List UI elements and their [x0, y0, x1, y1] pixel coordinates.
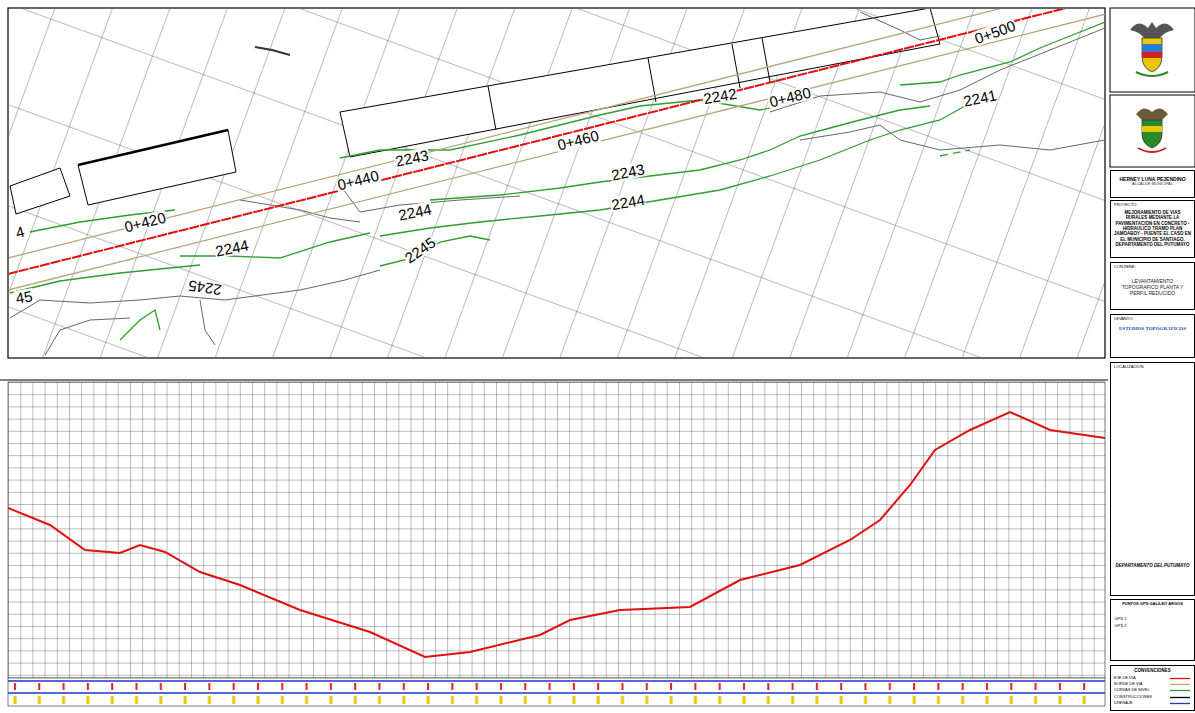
legend-text: CONSTRUCCIONES — [1114, 695, 1169, 700]
legend-text: BORDE DE VIA — [1114, 682, 1169, 687]
plan-label: 2245 — [186, 278, 223, 298]
legend-cell: CONVENCIONES EJE DE VIABORDE DE VIACURVAS… — [1110, 665, 1195, 711]
cell-text: MEJORAMIENTO DE VIAS RURALES MEDIANTE LA… — [1114, 210, 1191, 248]
plan-label: 2244 — [609, 192, 646, 213]
plan-label: 0+500 — [972, 17, 1019, 46]
cell-heading: LEVANTO: — [1114, 317, 1191, 322]
legend-text: DRENAJE — [1114, 701, 1169, 706]
plan-label: 2244 — [396, 201, 434, 223]
plan-label: 0+420 — [122, 209, 168, 234]
plan-label: 2242 — [701, 86, 738, 107]
cell-heading: PUNTOS GPS GALILEO ARGOS — [1114, 602, 1191, 607]
title-block-shields — [1110, 8, 1195, 167]
plan-label: 2243 — [609, 161, 647, 183]
plan-view — [0, 0, 1110, 360]
plan-label: 0+480 — [767, 84, 813, 109]
table-cell: GPS 2 — [1114, 624, 1128, 628]
author-cell: HERNEY LUNA PEJENDINOALCALDE MUNICIPAL — [1110, 170, 1195, 198]
plan-label: 2243 — [393, 147, 431, 169]
gps-cell: PUNTOS GPS GALILEO ARGOS — [1110, 599, 1195, 661]
cell-text: ESTUDIOS TOPOGRAFICOS — [1114, 326, 1191, 332]
legend-sample — [1169, 695, 1191, 700]
contents-cell: CONTIENE: LEVANTAMIENTO TOPOGRAFICO PLANT… — [1110, 262, 1195, 310]
legend-sample — [1169, 688, 1191, 693]
plan-label: 45 — [13, 288, 34, 306]
table-cell: GPS 1 — [1114, 617, 1128, 621]
cell-heading: LOCALIZACION: — [1114, 365, 1191, 370]
cell-text: ALCALDE MUNICIPAL — [1114, 182, 1191, 187]
plan-label: 2244 — [213, 237, 251, 259]
legend-sample — [1169, 676, 1191, 681]
plan-label: 0+460 — [555, 127, 601, 152]
legend-text: CURVAS DE NIVEL — [1114, 688, 1169, 693]
legend-text: EJE DE VIA — [1114, 676, 1169, 681]
plan-label: 2241 — [961, 87, 999, 109]
profile-view — [8, 382, 1105, 706]
cell-heading: CONVENCIONES — [1114, 668, 1191, 673]
cell-text: DEPARTAMENTO DEL PUTUMAYO — [1113, 563, 1192, 568]
plan-label: 0+440 — [335, 167, 381, 192]
legend-row: BORDE DE VIA — [1114, 682, 1191, 688]
cell-heading: PROYECTO: — [1114, 203, 1191, 208]
legend-row: EJE DE VIA — [1114, 675, 1191, 681]
legend-row: CURVAS DE NIVEL — [1114, 688, 1191, 694]
legend-sample — [1169, 682, 1191, 687]
cell-heading: CONTIENE: — [1114, 265, 1191, 270]
legend-sample — [1169, 701, 1191, 706]
location-cell: LOCALIZACION: DEPARTAMENTO DEL PUTUMAYO — [1110, 362, 1195, 596]
project-cell: PROYECTO: MEJORAMIENTO DE VIAS RURALES ME… — [1110, 200, 1195, 258]
plan-label: 4 — [13, 223, 27, 240]
legend-row: DRENAJE — [1114, 700, 1191, 706]
surveyor-cell: LEVANTO: ESTUDIOS TOPOGRAFICOS — [1110, 314, 1195, 358]
plan-label: 2245 — [401, 234, 439, 267]
cell-text: LEVANTAMIENTO TOPOGRAFICO PLANTA Y PERFI… — [1114, 278, 1191, 296]
legend-row: CONSTRUCCIONES — [1114, 694, 1191, 700]
legend-list: EJE DE VIABORDE DE VIACURVAS DE NIVEL CON… — [1114, 675, 1191, 706]
